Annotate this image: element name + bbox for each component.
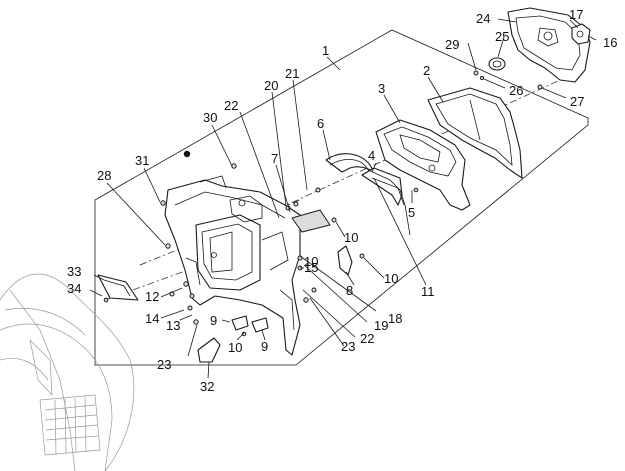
- callout-9b: 9: [261, 339, 268, 354]
- lock-assembly: [571, 23, 591, 45]
- callout-10a: 10: [344, 230, 358, 245]
- callout-15: 15: [304, 260, 318, 275]
- callout-13: 13: [166, 318, 180, 333]
- outer-cover-panel: [427, 87, 523, 179]
- callout-25: 25: [495, 29, 509, 44]
- callout-9a: 9: [210, 313, 217, 328]
- callout-32: 32: [200, 379, 214, 394]
- callout-8: 8: [346, 283, 353, 298]
- callout-7: 7: [271, 151, 278, 166]
- callout-12: 12: [145, 289, 159, 304]
- callout-10b: 10: [384, 271, 398, 286]
- assembly-frame: [94, 29, 589, 366]
- callout-23b: 23: [341, 339, 355, 354]
- callout-3: 3: [378, 81, 385, 96]
- rear-inner-panel: [375, 119, 471, 211]
- callout-28: 28: [97, 168, 111, 183]
- callout-22b: 22: [360, 331, 374, 346]
- callout-labels: 1 2 3 4 5 6 7 8 9 9 10 10 10 10 11 12 13…: [67, 7, 617, 394]
- callout-4: 4: [368, 148, 375, 163]
- callout-27: 27: [570, 94, 584, 109]
- callout-30: 30: [203, 110, 217, 125]
- callout-20: 20: [264, 78, 278, 93]
- callout-6: 6: [317, 116, 324, 131]
- callout-16: 16: [603, 35, 617, 50]
- bracket-33: [97, 274, 139, 301]
- callout-1: 1: [322, 43, 329, 58]
- callout-5: 5: [408, 205, 415, 220]
- callout-18: 18: [388, 311, 402, 326]
- callout-10d: 10: [304, 254, 318, 269]
- callout-29: 29: [445, 37, 459, 52]
- glove-box-door: [507, 7, 591, 83]
- callout-2: 2: [423, 63, 430, 78]
- inner-body-panel: [164, 175, 301, 356]
- clips-9: [231, 315, 269, 333]
- callout-34: 34: [67, 281, 81, 296]
- bracket-8: [337, 245, 353, 276]
- seal-strip: [325, 153, 411, 236]
- callout-19: 19: [374, 318, 388, 333]
- callout-26: 26: [509, 83, 523, 98]
- callout-10c: 10: [228, 340, 242, 355]
- callout-24: 24: [476, 11, 490, 26]
- leader-lines: [89, 18, 597, 379]
- callout-17: 17: [569, 7, 583, 22]
- front-fairing-ghost: [0, 273, 135, 471]
- callout-31: 31: [135, 153, 149, 168]
- callout-33: 33: [67, 264, 81, 279]
- bracket-32: [197, 337, 221, 363]
- callout-21: 21: [285, 66, 299, 81]
- callout-11: 11: [421, 284, 435, 299]
- callout-23a: 23: [157, 357, 171, 372]
- callout-14: 14: [145, 311, 159, 326]
- callout-22a: 22: [224, 98, 238, 113]
- bracket-7: [291, 209, 331, 233]
- lock-ring: [473, 57, 543, 90]
- grommet-dot: [183, 150, 191, 158]
